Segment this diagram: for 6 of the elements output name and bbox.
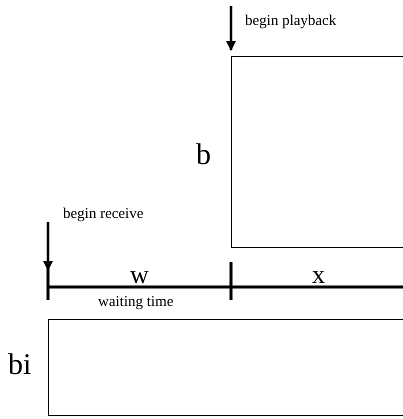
buffer-label: b (196, 140, 211, 170)
time-label: begin receive (63, 207, 144, 222)
interval-label: w (130, 262, 149, 288)
interval-label: x (312, 262, 325, 288)
time-label: begin playback (245, 14, 336, 29)
buffer-label: bi (8, 350, 32, 380)
